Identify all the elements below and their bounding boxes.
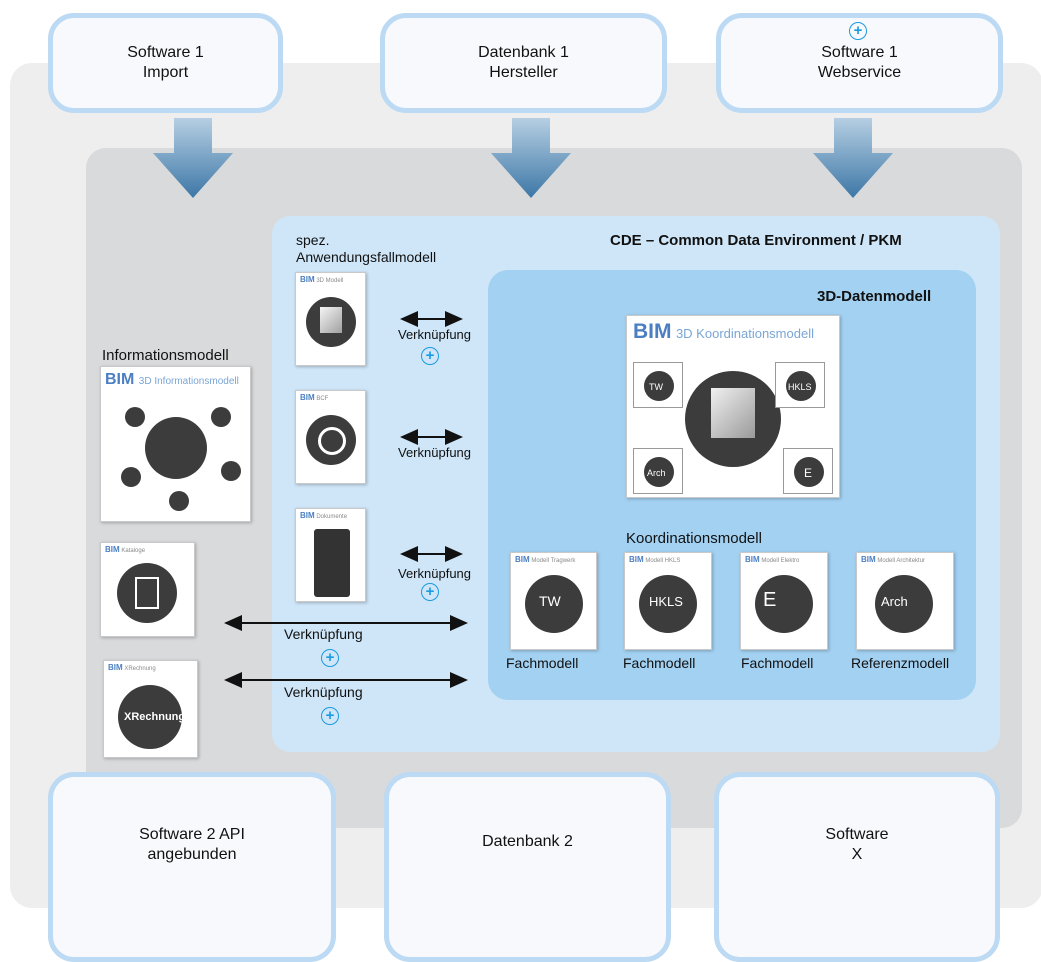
xrechnung-card-title: XRechnung	[124, 666, 156, 672]
building-icon	[145, 417, 207, 479]
gear-icon	[211, 407, 231, 427]
add-link-plus-icon[interactable]: +	[321, 707, 339, 725]
add-link-plus-icon[interactable]: +	[421, 347, 439, 365]
system-label-line1: Software 1	[127, 44, 204, 61]
down-arrow-webservice	[813, 118, 893, 198]
system-label-line2: X	[851, 846, 863, 863]
usecase-card-bcf[interactable]: BIM BCF	[295, 390, 366, 484]
fach-card-title: Modell Architektur	[877, 558, 926, 564]
system-box-datenbank1[interactable]: Datenbank 1 Hersteller	[380, 13, 667, 113]
system-label-line1: Software	[825, 826, 889, 843]
system-label-line1: Software 2 API	[139, 826, 245, 843]
usecase-card-title: Dokumente	[316, 514, 348, 520]
fach-card-title: Modell HKLS	[645, 558, 681, 564]
kataloge-card[interactable]: BIM Kataloge	[100, 542, 195, 637]
documents-icon	[135, 577, 159, 609]
add-link-plus-icon[interactable]: +	[421, 583, 439, 601]
down-arrow-datenbank1	[491, 118, 571, 198]
fach-card-tag: Arch	[881, 594, 908, 609]
add-link-plus-icon[interactable]: +	[321, 649, 339, 667]
fach-card-title: Modell Elektro	[761, 558, 800, 564]
system-label-line1: Datenbank 1	[478, 44, 569, 61]
fach-card-tag: E	[763, 589, 777, 611]
system-label-line2: Hersteller	[489, 64, 558, 81]
system-box-datenbank2[interactable]: Datenbank 2	[384, 772, 671, 962]
usecase-card-title: 3D Modell	[316, 278, 344, 284]
cde-title: CDE – Common Data Environment / PKM	[610, 232, 902, 249]
system-box-software-x[interactable]: Software X	[714, 772, 1000, 962]
referenzmodell-card-architektur[interactable]: BIM Modell Architektur Arch	[856, 552, 954, 650]
building-icon	[320, 307, 342, 333]
info-card-title: 3D Informationsmodell	[138, 376, 239, 387]
mini-card-tw: TW	[633, 362, 683, 408]
datenmodell-title: 3D-Datenmodell	[817, 288, 932, 305]
usecase-label-line2: Anwendungsfallmodell	[296, 249, 437, 265]
kataloge-card-title: Kataloge	[121, 548, 146, 554]
verknuepfung-label: Verknüpfung	[398, 566, 472, 581]
fach-card-tag: TW	[539, 593, 561, 609]
bcf-icon	[318, 427, 346, 455]
coordination-model-caption: Koordinationsmodell	[626, 530, 762, 547]
xrechnung-logo-text: XRechnung	[124, 711, 186, 723]
verknuepfung-label: Verknüpfung	[398, 445, 472, 460]
bim-brand: BIM	[105, 371, 135, 388]
usecase-card-title: BCF	[316, 396, 329, 402]
mini-card-hkls: HKLS	[775, 362, 825, 408]
add-plus-icon[interactable]: +	[849, 22, 867, 40]
bim-brand: BIM	[633, 320, 672, 343]
mini-card-arch: Arch	[633, 448, 683, 494]
coord-card-title: 3D Koordinationsmodell	[675, 326, 814, 341]
mini-card-e: E	[783, 448, 833, 494]
fachmodell-caption: Fachmodell	[741, 655, 814, 671]
verknuepfung-label: Verknüpfung	[284, 684, 363, 700]
list-icon	[169, 491, 189, 511]
system-label-line2: Import	[142, 64, 189, 81]
fachmodell-card-hkls[interactable]: BIM Modell HKLS HKLS	[624, 552, 712, 650]
binder-icon	[314, 529, 350, 597]
coordination-model-card[interactable]: BIM 3D Koordinationsmodell TW HKLS Arch …	[626, 315, 840, 498]
xrechnung-card[interactable]: BIM XRechnung XRechnung	[103, 660, 198, 758]
system-label-line2: Webservice	[817, 64, 902, 81]
down-arrow-import	[153, 118, 233, 198]
fachmodell-caption: Fachmodell	[623, 655, 696, 671]
verknuepfung-label: Verknüpfung	[284, 626, 363, 642]
building-model	[711, 388, 755, 438]
system-label-line2: angebunden	[147, 846, 237, 863]
fachmodell-caption: Fachmodell	[506, 655, 579, 671]
verknuepfung-label: Verknüpfung	[398, 327, 472, 342]
dollar-icon	[125, 407, 145, 427]
informationsmodell-card[interactable]: BIM 3D Informationsmodell	[100, 366, 251, 522]
document-icon	[121, 467, 141, 487]
usecase-card-3d-modell[interactable]: BIM 3D Modell	[295, 272, 366, 366]
informationsmodell-label: Informationsmodell	[102, 347, 229, 364]
usecase-label-line1: spez.	[296, 232, 330, 248]
system-label-line1: Software 1	[821, 44, 898, 61]
fachmodell-card-tragwerk[interactable]: BIM Modell Tragwerk TW	[510, 552, 597, 650]
settings-icon	[221, 461, 241, 481]
usecase-card-dokumente[interactable]: BIM Dokumente	[295, 508, 366, 602]
referenzmodell-caption: Referenzmodell	[851, 655, 950, 671]
fach-card-title: Modell Tragwerk	[531, 558, 576, 564]
fachmodell-card-elektro[interactable]: BIM Modell Elektro E	[740, 552, 828, 650]
system-box-software1-import[interactable]: Software 1 Import	[48, 13, 283, 113]
fach-card-tag: HKLS	[649, 594, 683, 609]
system-label-line1: Datenbank 2	[482, 833, 573, 850]
